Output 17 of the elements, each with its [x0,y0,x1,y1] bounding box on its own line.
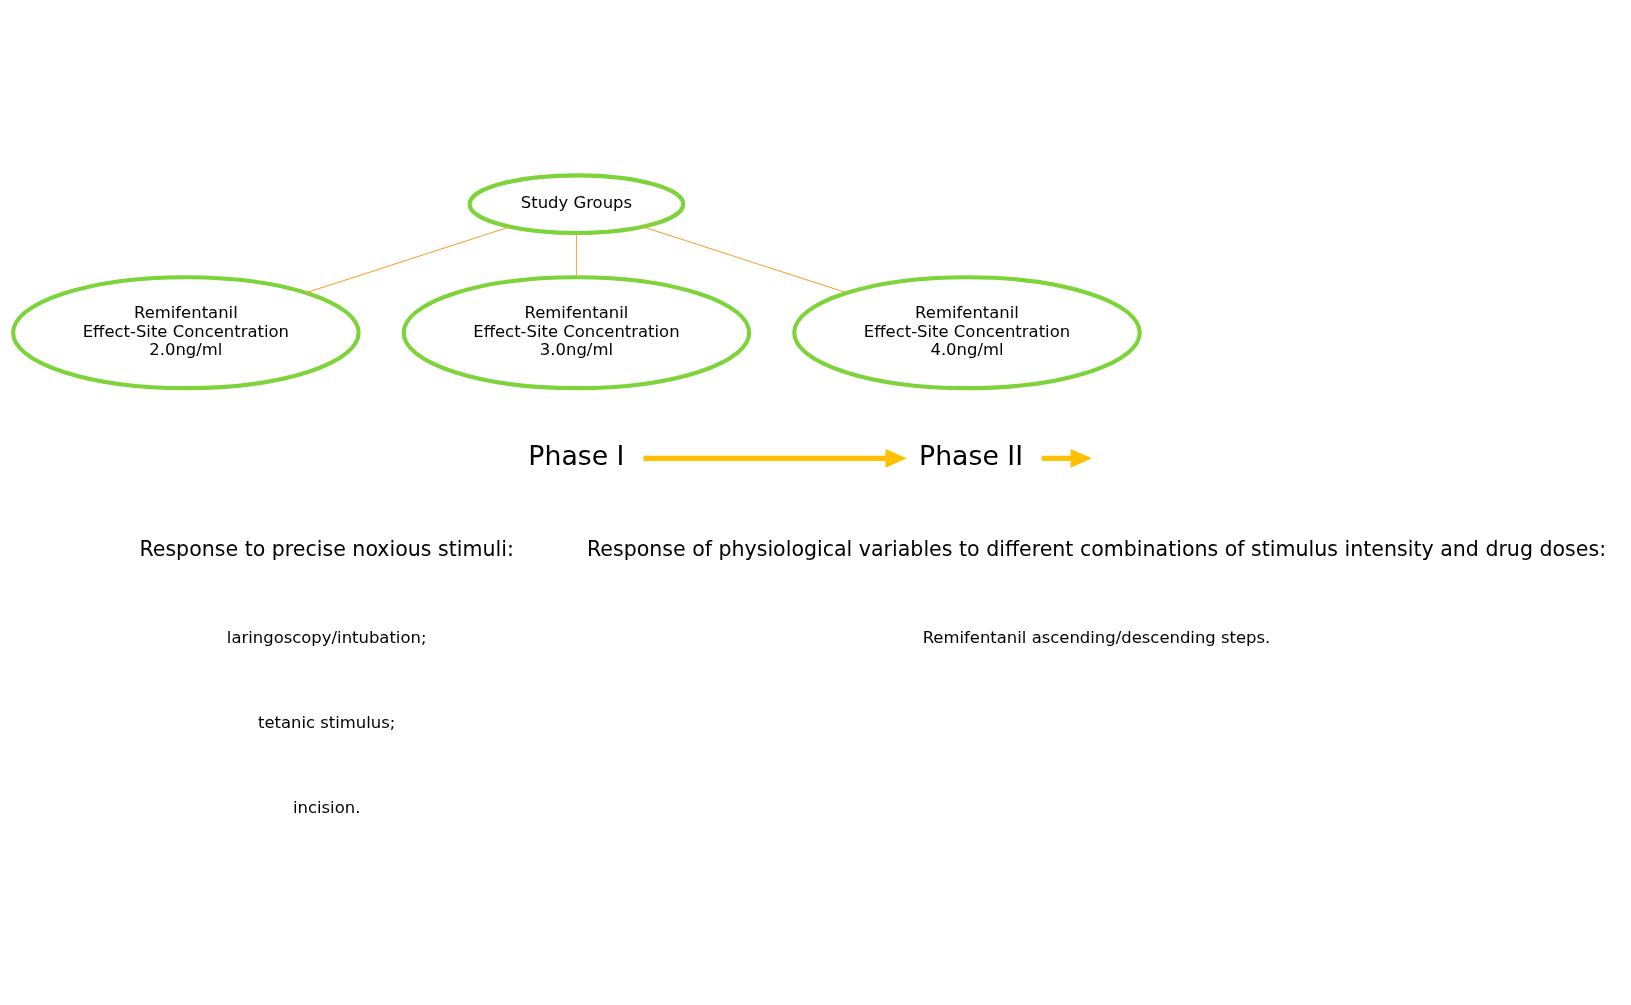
node-ellipse: Study Groups [467,173,686,236]
node-ellipse: Remifentanil Effect-Site Concentration 3.0ng/ml [401,275,752,391]
label: incision. [292,798,361,818]
connector [643,226,848,294]
arrow [643,449,907,468]
node-text: Phase I [528,439,625,471]
connector [575,232,577,278]
node-ellipse: Remifentanil Effect-Site Concentration 4.0ng/ml [792,275,1142,391]
label: Remifentanil ascending/descending steps. [922,627,1271,647]
node-ellipse: Remifentanil Effect-Site Concentration 2.0ng/ml [11,275,361,391]
label: tetanic stimulus; [257,712,396,732]
label: Response to precise noxious stimuli: [139,537,514,562]
arrow [1041,449,1092,468]
label: Response of physiological variables to different combinations of stimulus intensity and drug doses: [586,537,1607,562]
connector [305,226,510,294]
label: laringoscopy/intubation; [226,627,427,647]
node-text: Phase II [919,439,1024,471]
